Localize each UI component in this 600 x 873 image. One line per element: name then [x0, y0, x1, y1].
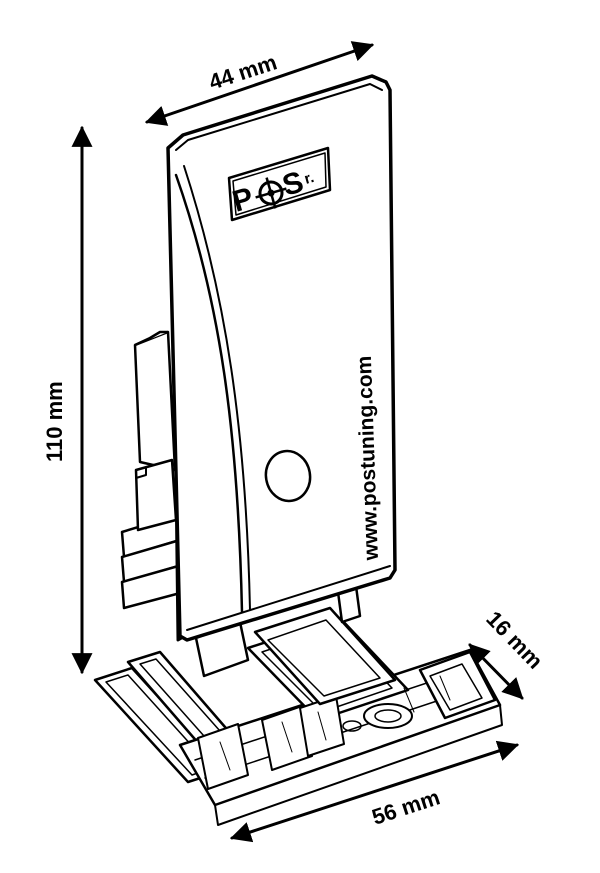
base-dial-icon — [363, 703, 413, 729]
base-rail-assembly — [93, 616, 503, 826]
width-bottom-arrow — [230, 740, 519, 843]
width-top-arrow — [145, 41, 374, 126]
button-hole — [264, 449, 312, 503]
dimension-lines — [71, 41, 524, 843]
height-label: 110 mm — [42, 381, 67, 462]
depth-label: 16 mm — [481, 606, 547, 674]
brand-logo: P S r. — [227, 146, 332, 222]
crosshair-icon — [255, 177, 287, 209]
logo-suffix: r. — [302, 169, 316, 188]
depth-arrow — [468, 643, 524, 700]
housing-connector — [194, 584, 397, 706]
main-housing — [166, 74, 397, 642]
